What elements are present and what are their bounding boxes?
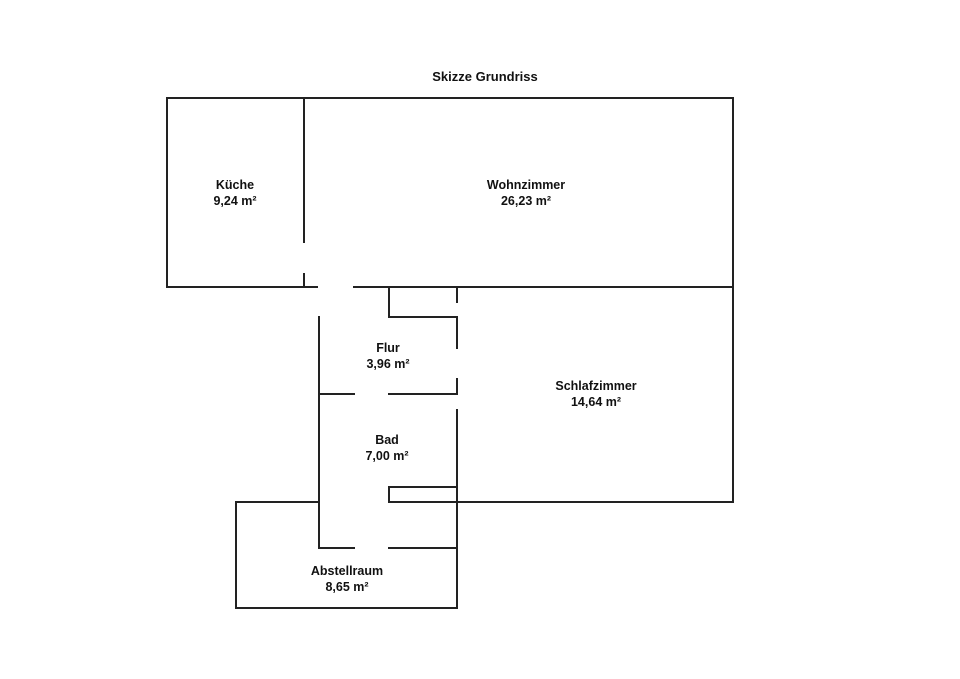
kitchen-divider-wall — [303, 97, 305, 243]
room-name: Bad — [375, 433, 399, 447]
schlafzimmer-wall-upper — [456, 316, 458, 349]
room-label-schlafzimmer: Schlafzimmer 14,64 m² — [555, 379, 636, 410]
room-name: Flur — [376, 341, 400, 355]
abstellraum-top-wall — [235, 501, 320, 503]
schlafzimmer-wall-stub — [456, 286, 458, 303]
outer-right-wall — [732, 97, 734, 503]
room-area: 9,24 m² — [213, 193, 257, 208]
lower-horizontal-wall — [388, 501, 734, 503]
room-name: Abstellraum — [310, 564, 384, 578]
room-label-bad: Bad 7,00 m² — [365, 433, 408, 464]
room-name: Küche — [215, 178, 255, 192]
room-area: 8,65 m² — [325, 579, 369, 594]
room-name: Schlafzimmer — [555, 379, 637, 393]
room-label-flur: Flur 3,96 m² — [366, 341, 409, 372]
bad-notch-top — [388, 486, 458, 488]
mid-wall-left-segment — [166, 286, 318, 288]
outer-left-wall — [166, 97, 168, 288]
bad-notch-left — [388, 486, 390, 503]
room-area: 26,23 m² — [500, 193, 552, 208]
schlafzimmer-wall-lower — [456, 409, 458, 609]
abstellraum-bottom-wall — [235, 607, 458, 609]
bad-abstell-divider-left — [318, 547, 355, 549]
abstellraum-left-wall — [235, 501, 237, 609]
room-label-wohnzimmer: Wohnzimmer 26,23 m² — [487, 178, 565, 209]
page-title: Skizze Grundriss — [432, 69, 538, 84]
flur-bad-divider-left — [318, 393, 355, 395]
flur-notch-vertical — [388, 286, 390, 318]
room-name: Wohnzimmer — [486, 178, 566, 192]
schlafzimmer-wall-middle — [456, 378, 458, 395]
kitchen-divider-stub — [303, 273, 305, 288]
flur-notch-horizontal — [388, 316, 458, 318]
room-label-abstellraum: Abstellraum 8,65 m² — [311, 564, 383, 595]
room-label-kueche: Küche 9,24 m² — [213, 178, 256, 209]
room-area: 14,64 m² — [570, 394, 622, 409]
room-area: 7,00 m² — [365, 448, 409, 463]
bad-abstell-divider-right — [388, 547, 458, 549]
mid-wall-right-segment — [353, 286, 734, 288]
flur-bad-divider-right — [388, 393, 458, 395]
corridor-left-wall — [318, 316, 320, 549]
room-area: 3,96 m² — [366, 356, 410, 371]
outer-top-wall — [166, 97, 734, 99]
